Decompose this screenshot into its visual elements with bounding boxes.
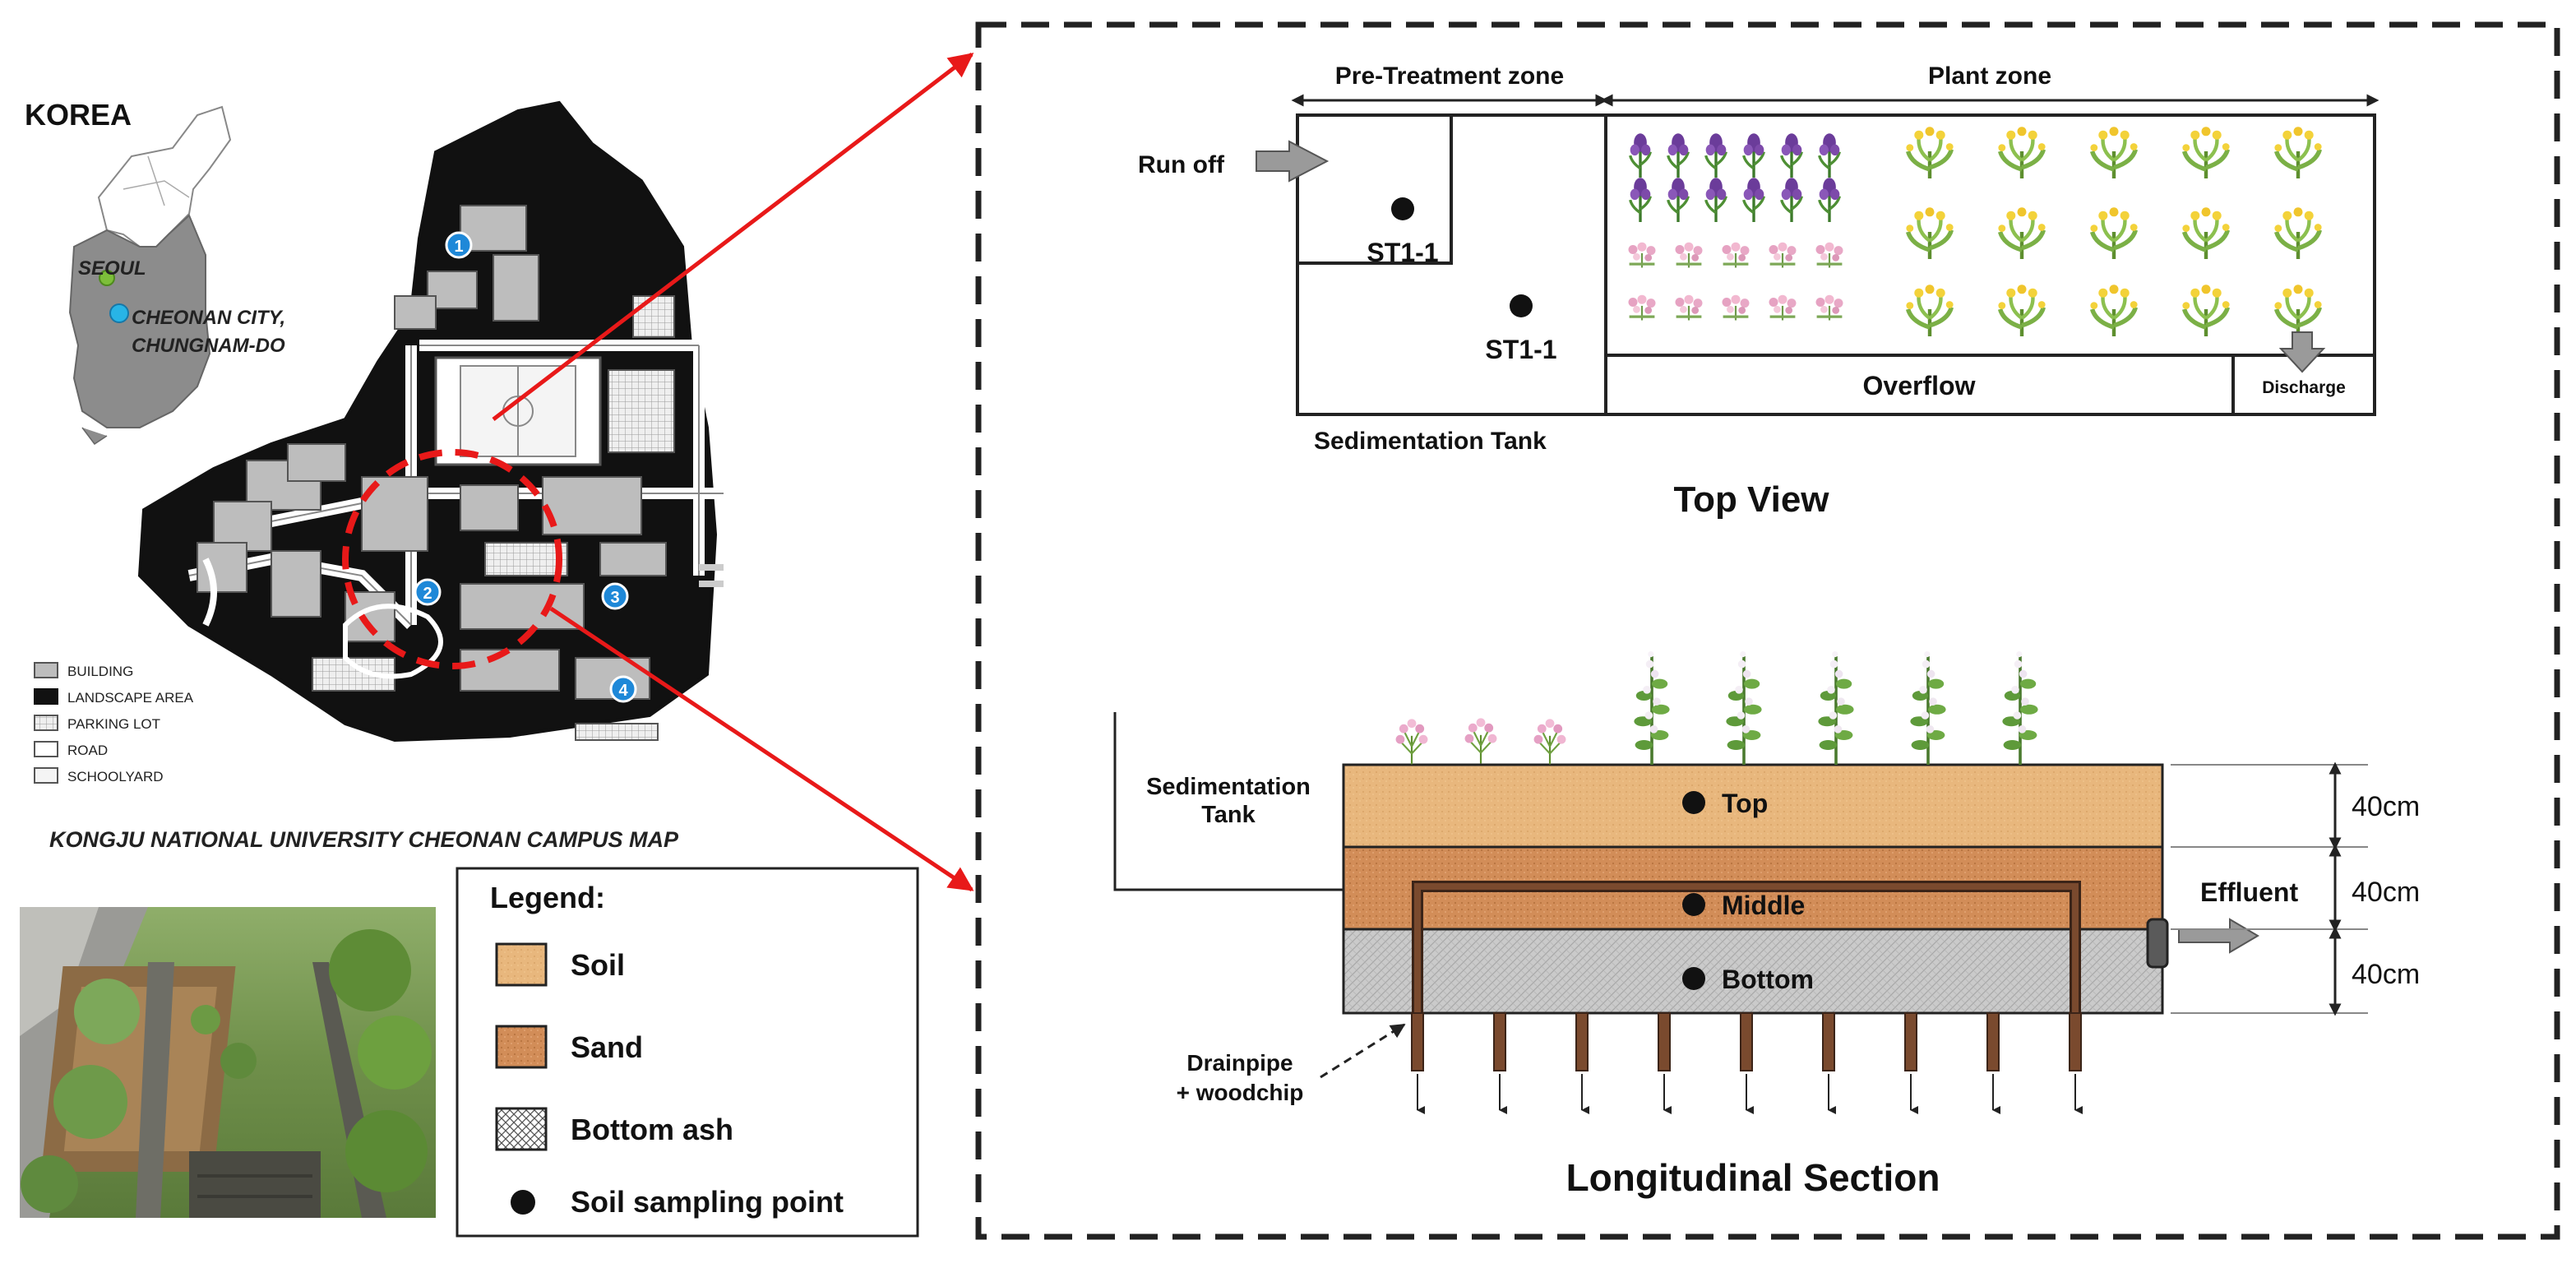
study-area-circle <box>342 449 562 669</box>
map-legend-schoolyard: SCHOOLYARD <box>67 769 164 784</box>
depth-dimensions <box>2171 761 2368 1016</box>
korea-map: KOREA SEOUL CHEONAN CITY, CHUNGNAM-DO <box>25 98 285 446</box>
zoom-connectors <box>492 53 974 892</box>
discharge-arrow <box>2278 331 2326 373</box>
seoul-label: SEOUL <box>78 257 146 280</box>
sedimentation-tank-label: Sedimentation Tank <box>1314 428 1547 455</box>
map-legend-building: BUILDING <box>67 664 133 679</box>
sampling-point-st1-upper <box>1391 197 1414 220</box>
bottom-ash-layer <box>1342 928 2164 1015</box>
map-legend-road: ROAD <box>67 743 108 758</box>
cheonan-label-line2: CHUNGNAM-DO <box>132 335 285 357</box>
section-sedimentation-line1: Sedimentation <box>1146 774 1311 800</box>
sampling-point-top <box>1682 791 1705 814</box>
legend-sand-swatch <box>495 1025 548 1069</box>
legend-bottom-ash-label: Bottom ash <box>571 1113 733 1146</box>
svg-text:4: 4 <box>618 682 628 700</box>
svg-text:3: 3 <box>610 589 619 607</box>
top-layer-label: Top <box>1722 789 1768 818</box>
pretreatment-inner-box <box>1297 115 1453 265</box>
soil-layer <box>1342 763 2164 849</box>
middle-layer-label: Middle <box>1722 891 1805 920</box>
dimension-middle: 40cm <box>2352 877 2420 908</box>
legend-sampling-label: Soil sampling point <box>571 1185 844 1219</box>
legend-bottom-ash-swatch <box>495 1107 548 1151</box>
overflow-label: Overflow <box>1863 371 1976 400</box>
legend-sampling-dot <box>511 1190 535 1215</box>
svg-text:1: 1 <box>454 238 463 256</box>
drainpipe-pointer <box>1320 1023 1406 1079</box>
campus-map-panel: KOREA SEOUL CHEONAN CITY, CHUNGNAM-DO <box>25 98 724 852</box>
site-marker-2: 2 <box>414 578 442 606</box>
map-legend-parking: PARKING LOT <box>67 716 160 732</box>
korea-label: KOREA <box>25 98 132 132</box>
campus-map: 1 2 3 4 <box>137 100 724 743</box>
material-legend: Legend: Soil Sand Bottom ash Soil sampli… <box>456 867 919 1238</box>
site-marker-1: 1 <box>445 231 473 259</box>
sampling-point-st1-lower <box>1510 294 1533 317</box>
longitudinal-section: Sedimentation Tank <box>1113 650 2420 1199</box>
svg-text:2: 2 <box>423 585 432 603</box>
bottom-layer-label: Bottom <box>1722 965 1814 994</box>
legend-soil-swatch <box>495 942 548 987</box>
effluent-outlet <box>2146 918 2169 969</box>
site-photo <box>20 907 436 1218</box>
connector-arrow-bottom <box>549 606 974 892</box>
sampling-point-bottom <box>1682 967 1705 990</box>
drain-pipe-frame <box>1414 883 2079 1020</box>
legend-title: Legend: <box>490 881 605 914</box>
site-marker-3: 3 <box>601 582 629 610</box>
map-legend: BUILDING LANDSCAPE AREA PARKING LOT ROAD… <box>34 662 194 784</box>
effluent-label: Effluent <box>2200 877 2298 907</box>
sampling-point-middle <box>1682 893 1705 916</box>
dimension-top: 40cm <box>2352 791 2420 822</box>
runoff-label: Run off <box>1138 151 1225 178</box>
map-legend-landscape: LANDSCAPE AREA <box>67 690 194 706</box>
runoff-arrow <box>1256 140 1330 183</box>
st-label-upper: ST1-1 <box>1367 238 1438 267</box>
dimension-bottom: 40cm <box>2352 959 2420 990</box>
site-marker-4: 4 <box>609 675 637 703</box>
section-sedimentation-line2: Tank <box>1201 802 1256 828</box>
section-title: Longitudinal Section <box>1566 1156 1940 1199</box>
sedimentation-wall <box>1113 712 1345 891</box>
drainpipe-label-line1: Drainpipe <box>1186 1050 1293 1076</box>
plant-zone-label: Plant zone <box>1928 62 2051 90</box>
legend-sand-label: Sand <box>571 1030 643 1064</box>
seoul-marker <box>99 270 115 286</box>
top-view-title: Top View <box>1673 479 1829 520</box>
drainpipe-label-line2: + woodchip <box>1177 1080 1304 1105</box>
detail-panel-border <box>975 21 2560 1240</box>
st-label-lower: ST1-1 <box>1485 335 1556 364</box>
cheonan-marker <box>109 303 129 323</box>
section-plants <box>1394 650 2040 765</box>
discharge-label: Discharge <box>2262 378 2346 397</box>
map-caption: KONGJU NATIONAL UNIVERSITY CHEONAN CAMPU… <box>49 827 679 852</box>
cheonan-label-line1: CHEONAN CITY, <box>132 307 285 329</box>
top-view: Pre-Treatment zone Plant zone Run off ST… <box>1138 62 2379 520</box>
drain-pipes <box>1411 1012 2083 1114</box>
connector-arrow-top <box>492 53 974 421</box>
pretreatment-label: Pre-Treatment zone <box>1335 62 1564 90</box>
legend-soil-label: Soil <box>571 948 625 982</box>
effluent-arrow <box>2178 918 2259 954</box>
